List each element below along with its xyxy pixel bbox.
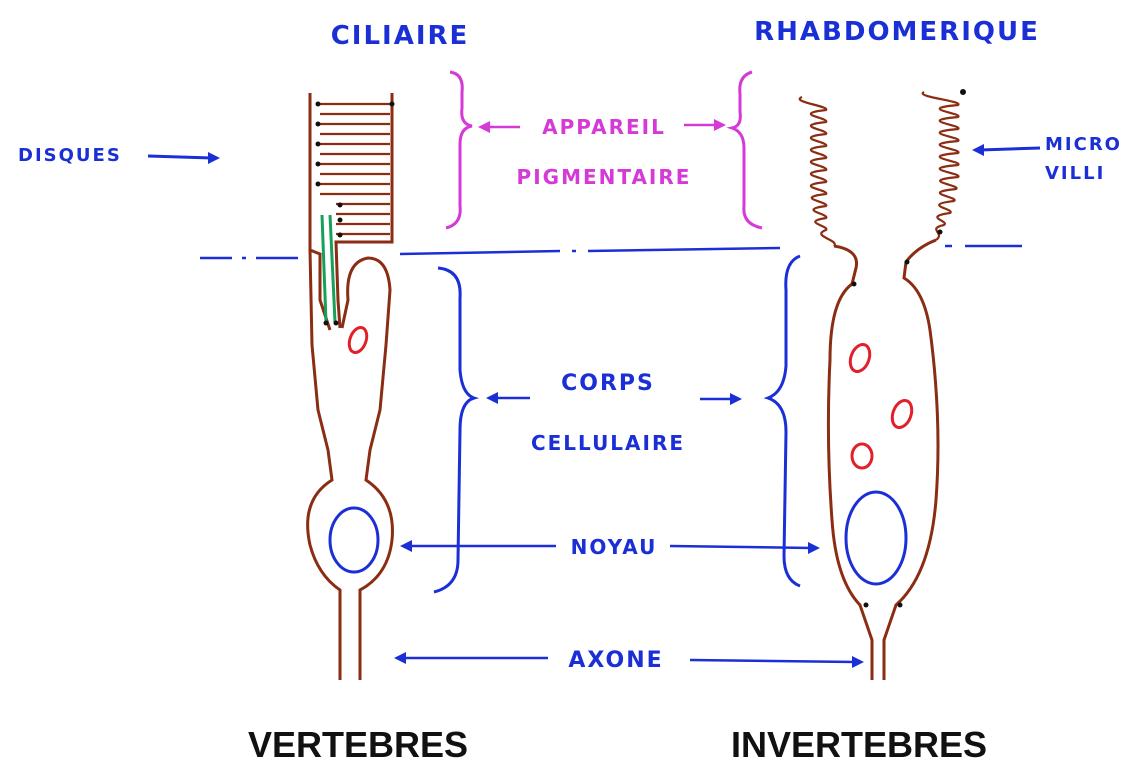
microvilli-right	[923, 92, 959, 240]
label-noyau: NOYAU	[571, 535, 658, 559]
disc-stack	[320, 104, 390, 234]
disc-dots	[316, 102, 395, 238]
label-micro: MICRO	[1045, 134, 1122, 155]
outer-segment	[310, 93, 392, 330]
caption-invertebres: INVERTEBRES	[731, 724, 987, 761]
ciliary-cell-body	[308, 250, 393, 680]
rhabdomeric-organelle-2	[889, 398, 915, 430]
rhabdomeric-cell	[800, 89, 966, 680]
label-disques: DISQUES	[18, 145, 122, 166]
rhabdomerique-title: RHABDOMERIQUE	[754, 17, 1040, 47]
label-cellulaire: CELLULAIRE	[531, 431, 685, 455]
microvilli-left	[800, 97, 835, 246]
label-appareil: APPAREIL	[542, 115, 666, 139]
rhabdomeric-organelle-3	[852, 444, 872, 468]
connecting-cilium	[322, 215, 335, 322]
rhabdomeric-nucleus	[846, 492, 906, 584]
pigment-brackets	[446, 72, 762, 228]
label-villi: VILLI	[1045, 163, 1105, 184]
label-corps: CORPS	[561, 371, 655, 396]
label-pigmentaire: PIGMENTAIRE	[517, 165, 692, 189]
rhabdomeric-organelle-1	[847, 342, 873, 374]
arrow-microvilli	[972, 144, 1040, 156]
ciliary-organelle	[346, 325, 370, 355]
ciliaire-title: CILIAIRE	[331, 21, 470, 51]
ciliary-cell	[308, 93, 395, 680]
label-axone: AXONE	[568, 648, 663, 673]
arrow-disques	[148, 152, 220, 164]
rhabdomeric-cell-body	[828, 240, 938, 680]
caption-vertebres: VERTEBRES	[248, 724, 468, 761]
ciliary-nucleus	[330, 508, 378, 572]
